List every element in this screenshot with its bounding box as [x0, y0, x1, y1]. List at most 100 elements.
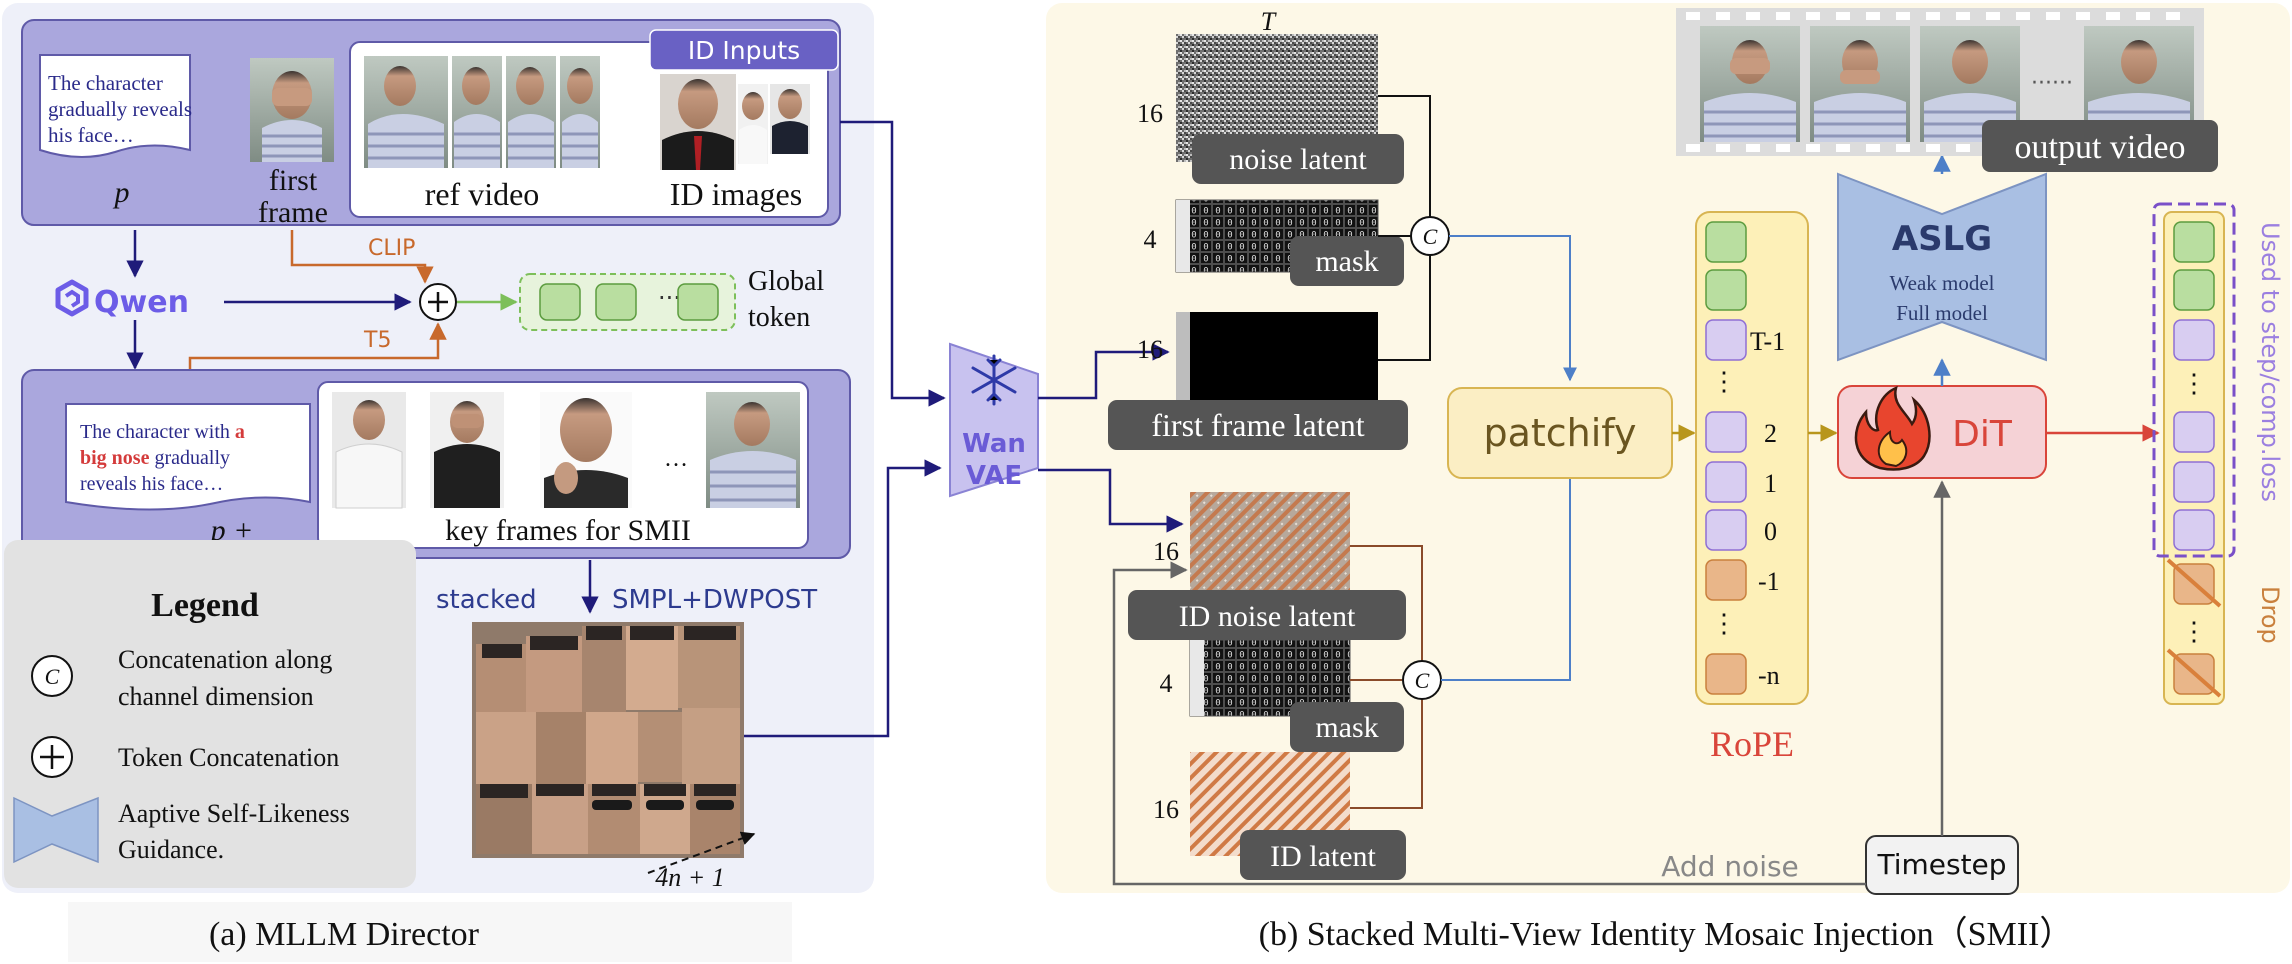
vae-to-id-noise-arrow [1038, 468, 1184, 533]
mask-2-tag [1290, 702, 1404, 752]
output-video-dots: ······ [2031, 71, 2073, 96]
global-token-3 [677, 283, 719, 321]
id-noise-latent-block [1190, 492, 1350, 604]
fire-icon [1854, 385, 1931, 471]
rope-token-orange-2 [1705, 653, 1747, 695]
first-frame-latent-block [1176, 312, 1378, 402]
rope-index-minus-1: -1 [1758, 567, 1780, 596]
rope-token-green-2 [1705, 269, 1747, 311]
mask-2-channels: 4 [1160, 669, 1173, 698]
prompt-plus-line-3: reveals his face… [80, 473, 223, 495]
prompt-card [39, 54, 191, 159]
rope-label: RoPE [1710, 724, 1794, 764]
first-frame-latent-channels: 16 [1137, 335, 1163, 364]
global-token-label-1: Global [748, 266, 824, 297]
legend-guidance-text-1: Aaptive Self-Likeness [118, 799, 350, 828]
legend-guidance-text-2: Guidance. [118, 835, 224, 864]
rope-token-purple-2 [1705, 411, 1747, 453]
rope-token-purple-4 [1705, 509, 1747, 551]
first-frame-image [250, 58, 334, 162]
ref-video-frames [364, 56, 600, 168]
legend-concat-text-1: Concatenation along [118, 645, 332, 674]
id-images [660, 74, 810, 170]
aslg-weak-model: Weak model [1889, 271, 1994, 295]
token-concat-plus [428, 292, 448, 312]
rope-index-minus-n: -n [1758, 661, 1780, 690]
rope-index-2: 2 [1764, 419, 1777, 448]
drop-strike-2 [2166, 648, 2222, 698]
loss-label: Used to step/comp.loss [2256, 222, 2284, 502]
aslg-full-model: Full model [1896, 301, 1988, 325]
out-token-purple-4 [2173, 509, 2215, 551]
clip-label: CLIP [368, 236, 415, 261]
rope-ellipsis-top: ⋮ [1711, 367, 1737, 396]
wan-vae-label-2: VAE [966, 461, 1022, 491]
drop-strike-1 [2166, 558, 2222, 608]
id-noise-latent-label: ID noise latent [1179, 600, 1356, 633]
prompt-line-1: The character [48, 71, 163, 95]
noise-latent-label: noise latent [1229, 143, 1367, 176]
wan-vae-block [949, 342, 1039, 498]
id-latent-label: ID latent [1270, 840, 1376, 873]
noise-latent-tag [1192, 134, 1404, 184]
prompt-symbol: p [113, 176, 130, 209]
mask-1-tag [1290, 236, 1404, 286]
id-noise-latent-tag [1128, 590, 1406, 640]
rope-token-orange-1 [1705, 559, 1747, 601]
id-noise-latent-channels: 16 [1153, 537, 1179, 566]
panel-b-caption: (b) Stacked Multi-View Identity Mosaic I… [1259, 915, 2074, 953]
prompt-plus-line-1: The character with a [80, 421, 245, 443]
vae-to-first-frame-arrow [1038, 343, 1170, 400]
bottom-concat-symbol: C [1415, 668, 1430, 693]
legend-token-text: Token Concatenation [118, 743, 339, 772]
id-images-label: ID images [670, 176, 802, 212]
id-inputs-tag-label: ID Inputs [688, 36, 800, 65]
global-token-1 [539, 283, 581, 321]
prompt-plus-line-2: big nose gradually [80, 447, 230, 469]
id-inputs-to-vae-arrow [840, 120, 946, 407]
panel-a-caption: (a) MLLM Director [209, 916, 480, 953]
dit-label: DiT [1952, 414, 2013, 455]
add-noise-arrow [1112, 561, 1866, 886]
top-concat-to-patchify-arrow [1449, 235, 1577, 382]
out-token-green-2 [2173, 269, 2215, 311]
legend-concat-icon [31, 655, 73, 697]
qwen-logo-icon [55, 279, 89, 317]
key-frame-images [332, 392, 800, 509]
smpl-label: SMPL+DWPOST [612, 585, 817, 615]
timestep-label: Timestep [1876, 848, 2006, 881]
out-token-green-1 [2173, 221, 2215, 263]
add-noise-label: Add noise [1661, 850, 1799, 883]
mask-1-first-column [1176, 200, 1190, 272]
mask-1-channels: 4 [1144, 225, 1157, 254]
key-frames-ellipsis: … [664, 446, 688, 472]
prompt-plus-card [65, 403, 311, 511]
mask-1-label: mask [1315, 245, 1378, 278]
first-frame-latent-tag [1108, 400, 1408, 450]
mosaic-count-arrow [647, 831, 756, 874]
wan-vae-label-1: Wan [962, 429, 1026, 459]
legend-concat-symbol: C [45, 664, 60, 689]
noise-latent-channels: 16 [1137, 99, 1163, 128]
mask-2-first-column [1190, 640, 1204, 716]
rope-index-t-minus-1: T-1 [1750, 327, 1785, 356]
id-latent-tag [1240, 830, 1406, 880]
mosaic-to-vae-arrow [744, 459, 942, 738]
output-video-label: output video [2015, 129, 2186, 166]
patchify-label: patchify [1483, 411, 1636, 455]
identity-mosaic-image [472, 622, 744, 858]
global-token-label-2: token [748, 302, 810, 333]
out-ellipsis-bottom: ⋮ [2181, 617, 2207, 646]
t-label: T [1261, 7, 1277, 36]
t5-label: T5 [363, 328, 391, 353]
drop-label: Drop [2256, 586, 2284, 644]
first-frame-latent-label: first frame latent [1151, 407, 1364, 443]
aslg-block [1837, 172, 2047, 362]
legend-box [4, 540, 416, 888]
panel-a-caption-bg [68, 902, 792, 962]
rope-ellipsis-bottom: ⋮ [1711, 609, 1737, 638]
rope-index-1: 1 [1764, 469, 1777, 498]
first-frame-latent-edge [1176, 312, 1190, 402]
